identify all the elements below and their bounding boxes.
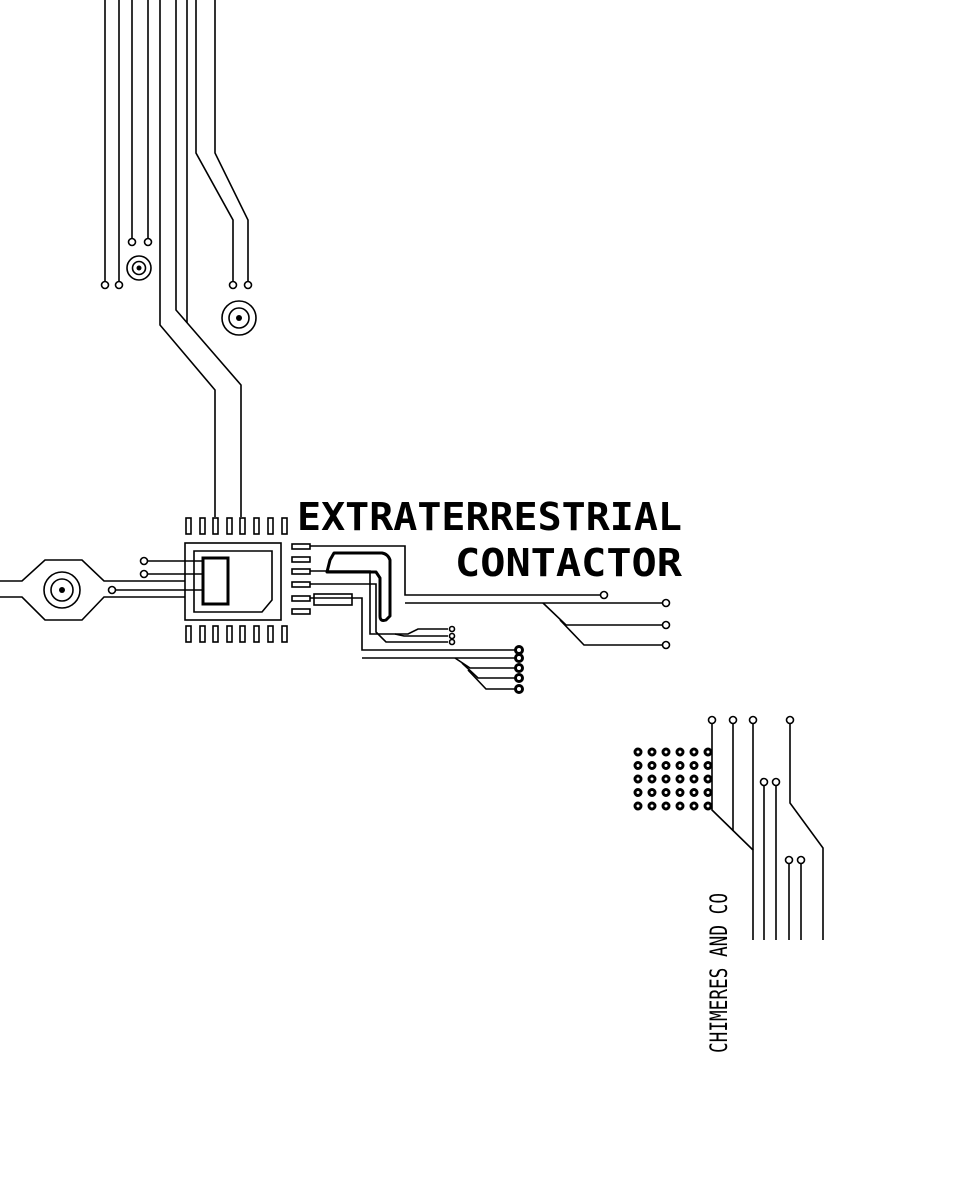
grid-dot xyxy=(633,761,643,770)
grid-dot xyxy=(647,774,657,784)
grid-dot xyxy=(633,801,643,811)
grid-dot xyxy=(689,747,699,757)
grid-dot xyxy=(633,747,643,757)
grid-dot xyxy=(661,788,671,797)
grid-dot xyxy=(647,761,657,770)
grid-dot xyxy=(647,801,657,811)
grid-dot xyxy=(689,761,699,770)
chip-pins-right xyxy=(291,543,311,615)
grid-dot xyxy=(633,774,643,784)
grid-dot xyxy=(647,747,657,757)
grid-dot xyxy=(689,788,699,797)
grid-dot xyxy=(675,788,685,797)
grid-dot xyxy=(675,761,685,770)
grid-dot xyxy=(703,761,713,770)
grid-dot xyxy=(661,761,671,770)
via-large xyxy=(221,300,257,336)
bottom-traces xyxy=(707,715,824,940)
via-small xyxy=(126,255,152,281)
grid-dot xyxy=(675,801,685,811)
chip xyxy=(184,517,353,643)
right-traces xyxy=(310,545,671,694)
title-line2: CONTACTOR xyxy=(455,541,682,585)
grid-dot xyxy=(675,774,685,784)
chip-pins-top xyxy=(185,517,288,535)
grid-dot xyxy=(703,788,713,797)
grid-dot xyxy=(661,747,671,757)
grid-dot xyxy=(703,747,713,757)
publisher-name: CHIMERES AND CO xyxy=(705,893,733,1053)
chip-pins-bottom xyxy=(185,625,288,643)
grid-dot xyxy=(675,747,685,757)
top-traces xyxy=(100,0,253,517)
grid-dot xyxy=(647,788,657,797)
title-line1: EXTRATERRESTRIAL xyxy=(297,495,682,539)
grid-dot xyxy=(661,774,671,784)
grid-dot xyxy=(633,788,643,797)
grid-dot xyxy=(689,801,699,811)
left-connector xyxy=(0,556,205,621)
grid-dot xyxy=(703,801,713,811)
grid-dot xyxy=(703,774,713,784)
dot-grid xyxy=(633,747,713,811)
grid-dot xyxy=(689,774,699,784)
grid-dot xyxy=(661,801,671,811)
